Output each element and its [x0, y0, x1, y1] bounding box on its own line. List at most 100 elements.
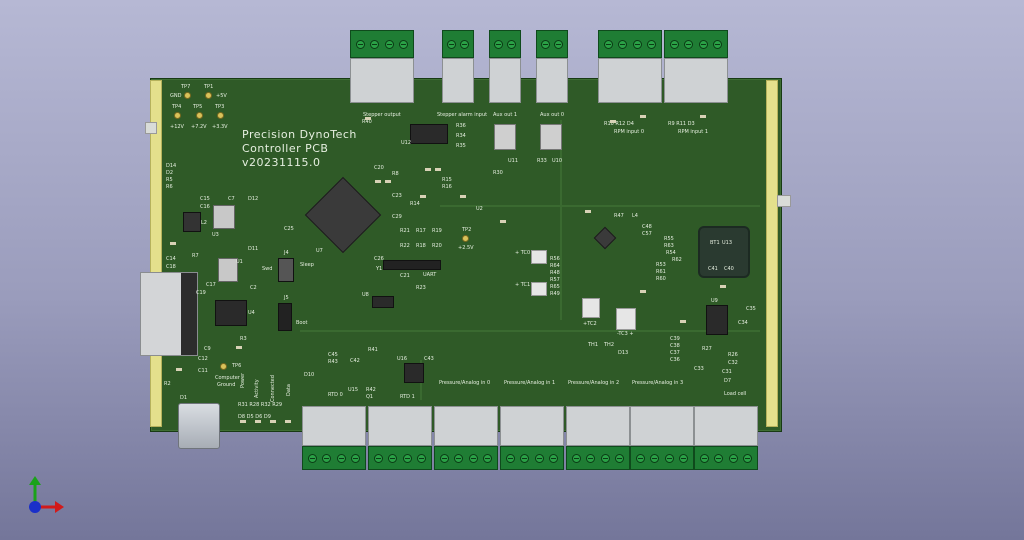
screw[interactable]	[650, 453, 660, 463]
test-point-tp3[interactable]	[217, 112, 224, 119]
screw[interactable]	[618, 39, 628, 49]
screw[interactable]	[374, 453, 384, 463]
terminal-screws	[350, 30, 414, 58]
test-point-tp5[interactable]	[196, 112, 203, 119]
tc2-connector[interactable]	[582, 298, 600, 318]
label-pressure-analog-in-0: Pressure/Analog in 0	[439, 380, 491, 386]
header-j4[interactable]	[278, 258, 294, 282]
terminal-aux-out-1[interactable]	[489, 30, 521, 108]
screw[interactable]	[614, 453, 624, 463]
smd-part	[435, 168, 441, 171]
screw[interactable]	[482, 453, 492, 463]
screw[interactable]	[356, 39, 366, 49]
screw[interactable]	[600, 453, 610, 463]
screw[interactable]	[670, 39, 680, 49]
tc1-connector[interactable]	[531, 282, 547, 296]
screw[interactable]	[604, 39, 614, 49]
terminal-stepper-output[interactable]	[350, 30, 414, 108]
screw[interactable]	[460, 39, 469, 49]
screw[interactable]	[646, 39, 656, 49]
screw[interactable]	[388, 453, 398, 463]
ref-c2: C2	[250, 285, 257, 291]
ground-label: Ground	[217, 382, 236, 388]
ref-u16: U16	[397, 356, 408, 362]
screw[interactable]	[398, 39, 408, 49]
ref-r2: R2	[164, 381, 171, 387]
screw[interactable]	[507, 39, 516, 49]
screw[interactable]	[494, 39, 503, 49]
terminal-pressure-analog-in-3[interactable]	[630, 406, 694, 470]
screw[interactable]	[384, 39, 394, 49]
tc3-connector[interactable]	[616, 308, 636, 330]
screw[interactable]	[554, 39, 563, 49]
screw[interactable]	[322, 453, 332, 463]
screw[interactable]	[712, 39, 722, 49]
screw[interactable]	[534, 453, 544, 463]
ref-r48: R48	[550, 270, 560, 276]
ref-r53: R53	[656, 262, 666, 268]
screw[interactable]	[586, 453, 596, 463]
screw[interactable]	[308, 453, 318, 463]
test-point-tp4[interactable]	[174, 112, 181, 119]
test-point-tp6[interactable]	[220, 363, 227, 370]
tc0-connector[interactable]	[531, 250, 547, 264]
test-point-tp7[interactable]	[184, 92, 191, 99]
screw[interactable]	[700, 453, 710, 463]
screw[interactable]	[742, 453, 752, 463]
terminal-rtd-1[interactable]	[368, 406, 432, 470]
pcb-board	[150, 78, 782, 432]
left-edge-tab	[145, 122, 157, 134]
terminal-pressure-analog-in-0[interactable]	[434, 406, 498, 470]
screw[interactable]	[632, 39, 642, 49]
label-stepper-alarm-input: Stepper alarm input	[437, 112, 488, 118]
usb-connector[interactable]	[178, 403, 220, 449]
terminal-body	[442, 58, 474, 103]
screw[interactable]	[728, 453, 738, 463]
terminal-rpm-input-1[interactable]	[664, 30, 728, 108]
screw[interactable]	[684, 39, 694, 49]
computer-label: Computer	[215, 375, 240, 381]
screw[interactable]	[336, 453, 346, 463]
screw[interactable]	[520, 453, 530, 463]
screw[interactable]	[350, 453, 360, 463]
terminal-stepper-alarm-input[interactable]	[442, 30, 474, 108]
terminal-body	[536, 58, 568, 103]
screw[interactable]	[440, 453, 450, 463]
header-j5[interactable]	[278, 303, 292, 331]
screw[interactable]	[416, 453, 426, 463]
ref-l4: L4	[632, 213, 638, 219]
ethernet-jack[interactable]	[140, 272, 198, 356]
screw[interactable]	[678, 453, 688, 463]
screw[interactable]	[447, 39, 456, 49]
screw[interactable]	[468, 453, 478, 463]
screw[interactable]	[636, 453, 646, 463]
xyz-axes-icon	[29, 476, 64, 513]
ref-c38: C38	[670, 343, 680, 349]
screw[interactable]	[541, 39, 550, 49]
screw[interactable]	[506, 453, 516, 463]
ref-u9: U9	[711, 298, 718, 304]
screw[interactable]	[402, 453, 412, 463]
terminal-load-cell[interactable]	[694, 406, 758, 470]
terminal-rpm-input-0[interactable]	[598, 30, 662, 108]
screw[interactable]	[698, 39, 708, 49]
uart-header[interactable]	[383, 260, 441, 270]
terminal-aux-out-0[interactable]	[536, 30, 568, 108]
terminal-rtd-0[interactable]	[302, 406, 366, 470]
screw[interactable]	[714, 453, 724, 463]
screw[interactable]	[370, 39, 380, 49]
screw[interactable]	[664, 453, 674, 463]
right-edge-strip	[766, 80, 778, 427]
terminal-pressure-analog-in-1[interactable]	[500, 406, 564, 470]
screw[interactable]	[454, 453, 464, 463]
test-point-tp2[interactable]	[462, 235, 469, 242]
test-point-tp1[interactable]	[205, 92, 212, 99]
ref-c40: C40	[724, 266, 734, 272]
p12v-label: +12V	[170, 124, 184, 130]
smd-part	[720, 285, 726, 288]
screw[interactable]	[572, 453, 582, 463]
label-sleep: Sleep	[300, 262, 314, 268]
terminal-pressure-analog-in-2[interactable]	[566, 406, 630, 470]
terminal-screws	[598, 30, 662, 58]
screw[interactable]	[548, 453, 558, 463]
